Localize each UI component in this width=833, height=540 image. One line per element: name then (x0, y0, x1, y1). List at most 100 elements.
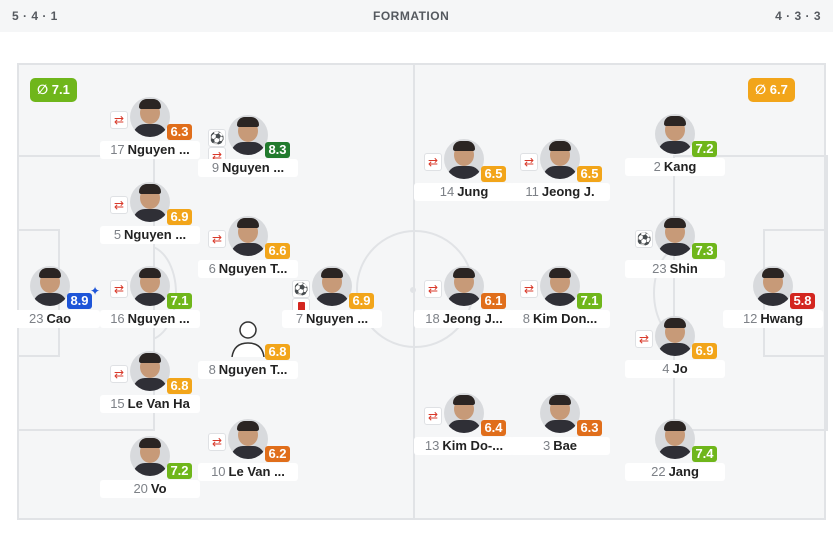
player-photo (655, 419, 695, 459)
player-rating-badge: 6.1 (481, 293, 506, 309)
substitution-icon: ⇄ (520, 280, 538, 298)
substitution-icon: ⇄ (110, 365, 128, 383)
player-rating-badge: 7.1 (577, 293, 602, 309)
player-rating-badge: 6.6 (265, 243, 290, 259)
goal-icon: ⚽ (292, 280, 310, 298)
home-average-rating: ∅ 7.1 (30, 78, 77, 102)
player-photo (130, 97, 170, 137)
shirt-number: 6 (208, 261, 216, 276)
player-name: Nguyen ... (127, 311, 190, 326)
player-name: Kim Do-... (442, 438, 504, 453)
formation-title: FORMATION (373, 9, 450, 23)
goal-icon: ⚽ (208, 129, 226, 147)
player-rating-badge: 6.4 (481, 420, 506, 436)
player-name: Kang (663, 159, 697, 174)
player-photo (444, 139, 484, 179)
player-name: Jang (668, 464, 699, 479)
player-photo (655, 216, 695, 256)
shirt-number: 15 (110, 396, 125, 411)
player-rating-badge: 7.4 (692, 446, 717, 462)
player-name: Nguyen ... (124, 227, 187, 242)
shirt-number: 3 (542, 438, 551, 453)
shirt-number: 23 (28, 311, 44, 326)
player-photo (130, 351, 170, 391)
player-name: Le Van ... (228, 464, 285, 479)
player-rating-badge: 6.9 (167, 209, 192, 225)
player-rating-badge: 8.3 (265, 142, 290, 158)
away-formation: 4 · 3 · 3 (775, 9, 821, 23)
player-photo (444, 266, 484, 306)
player-name: Jeong J... (442, 311, 503, 326)
player-photo (312, 266, 352, 306)
player-rating-badge: 6.5 (481, 166, 506, 182)
player-name: Hwang (760, 311, 804, 326)
player-name: Nguyen T... (218, 261, 288, 276)
substitution-icon: ⇄ (424, 407, 442, 425)
player-rating-badge: 6.3 (577, 420, 602, 436)
player-rating-badge: 5.8 (790, 293, 815, 309)
player-name: Nguyen ... (127, 142, 190, 157)
player-name: Kim Don... (532, 311, 598, 326)
shirt-number: 20 (133, 481, 148, 496)
formation-header: 5 · 4 · 1 FORMATION 4 · 3 · 3 (0, 0, 833, 32)
player-of-match-icon: ✦ (90, 284, 101, 298)
substitution-icon: ⇄ (110, 111, 128, 129)
substitution-icon: ⇄ (208, 433, 226, 451)
player-photo (540, 266, 580, 306)
player-photo (130, 266, 170, 306)
player-rating-badge: 7.1 (167, 293, 192, 309)
shirt-number: 23 (652, 261, 667, 276)
substitution-icon: ⇄ (110, 196, 128, 214)
player-photo (130, 182, 170, 222)
player-photo (130, 436, 170, 476)
player-rating-badge: 6.2 (265, 446, 290, 462)
player-name: Nguyen ... (306, 311, 369, 326)
goal-icon: ⚽ (635, 230, 653, 248)
player-rating-badge: 6.9 (349, 293, 374, 309)
player-name: Nguyen ... (222, 160, 285, 175)
substitution-icon: ⇄ (424, 153, 442, 171)
substitution-icon: ⇄ (208, 230, 226, 248)
shirt-number: 14 (439, 184, 455, 199)
center-spot (410, 287, 416, 293)
player-name: Jeong J. (541, 184, 595, 199)
player-rating-badge: 7.2 (167, 463, 192, 479)
shirt-number: 4 (662, 361, 670, 376)
player-name: Vo (150, 481, 167, 496)
shirt-number: 22 (651, 464, 666, 479)
shirt-number: 7 (295, 311, 304, 326)
player-rating-badge: 6.3 (167, 124, 192, 140)
